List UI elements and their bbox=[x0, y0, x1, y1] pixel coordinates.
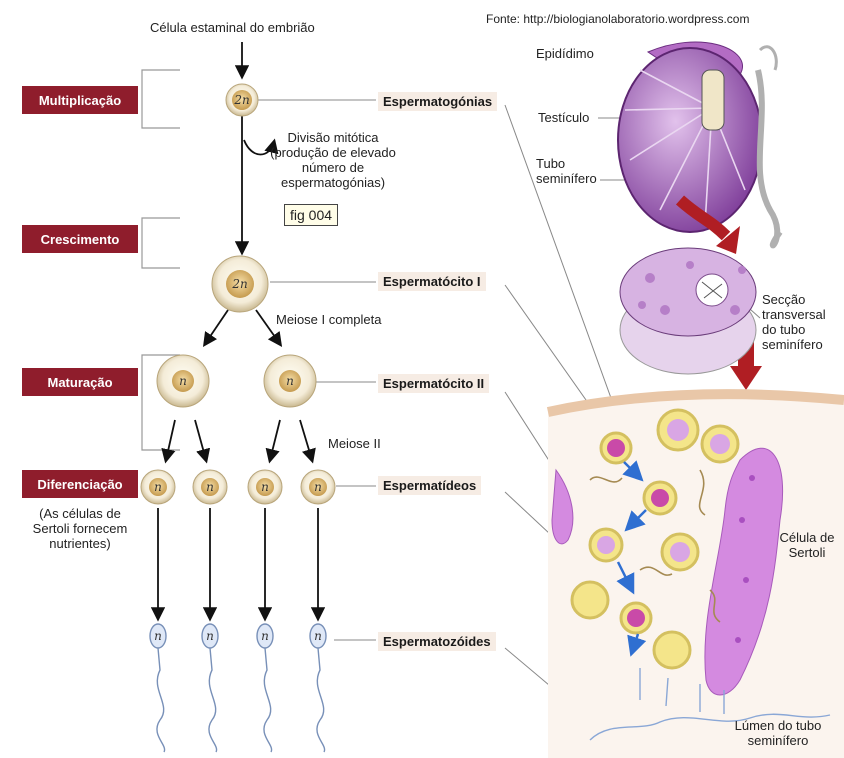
label-tubo-seminifero: Tubo seminífero bbox=[536, 156, 600, 186]
secondary-spermatocyte-cell: n bbox=[157, 355, 209, 407]
label-celula-sertoli: Célula de Sertoli bbox=[774, 530, 840, 560]
tubule-cross-section bbox=[620, 248, 756, 374]
stage-crescimento: Crescimento bbox=[22, 225, 138, 253]
ploidy-label: n bbox=[179, 374, 187, 388]
spermatid-cell: n bbox=[141, 470, 175, 504]
label-testiculo: Testículo bbox=[538, 110, 589, 125]
meiosis-i-label: Meiose I completa bbox=[276, 312, 382, 327]
spermatozoa-ploidy: n n n n bbox=[154, 629, 322, 643]
spermatozoon bbox=[202, 624, 218, 752]
svg-text:n: n bbox=[154, 629, 162, 643]
stage-maturacao: Maturação bbox=[22, 368, 138, 396]
ploidy-label: n bbox=[154, 480, 162, 494]
spermatozoon bbox=[310, 624, 326, 752]
ploidy-label: n bbox=[261, 480, 269, 494]
label-espermatocito-i: Espermatócito I bbox=[378, 272, 486, 291]
svg-text:n: n bbox=[206, 629, 214, 643]
stage-multiplicacao: Multiplicação bbox=[22, 86, 138, 114]
secondary-spermatocyte-cell: n bbox=[264, 355, 316, 407]
ploidy-label: n bbox=[314, 480, 322, 494]
spermatogonium-cell: 2n bbox=[226, 84, 258, 116]
svg-text:n: n bbox=[314, 629, 322, 643]
label-lumen: Lúmen do tubo seminífero bbox=[730, 718, 826, 748]
primary-spermatocyte-cell: 2n bbox=[212, 256, 268, 312]
spermatid-cell: n bbox=[248, 470, 282, 504]
label-espermatideos: Espermatídeos bbox=[378, 476, 481, 495]
tubule-wall-detail bbox=[548, 394, 844, 758]
spermatid-cell: n bbox=[193, 470, 227, 504]
label-seccao-transversal: Secção transversal do tubo seminífero bbox=[762, 292, 838, 352]
meiosis-ii-label: Meiose II bbox=[328, 436, 381, 451]
ploidy-label: 2n bbox=[231, 277, 247, 291]
lineage-arrows bbox=[158, 42, 318, 618]
spermatozoa bbox=[150, 624, 326, 752]
source-caption: Fonte: http://biologianolaboratorio.word… bbox=[486, 12, 749, 26]
stem-cell-label: Célula estaminal do embrião bbox=[150, 20, 315, 35]
spermatozoon bbox=[150, 624, 166, 752]
sertoli-note: (As células de Sertoli fornecem nutrient… bbox=[22, 506, 138, 551]
zoom-arrow-head bbox=[730, 366, 762, 390]
label-epididimo: Epidídimo bbox=[536, 46, 594, 61]
stage-diferenciacao: Diferenciação bbox=[22, 470, 138, 498]
spermatozoon bbox=[257, 624, 273, 752]
label-espermatocito-ii: Espermatócito II bbox=[378, 374, 489, 393]
ploidy-label: n bbox=[286, 374, 294, 388]
ploidy-label: 2n bbox=[233, 93, 249, 107]
svg-text:n: n bbox=[261, 629, 269, 643]
spermatid-cell: n bbox=[301, 470, 335, 504]
mitotic-division-note: Divisão mitótica (produção de elevado nú… bbox=[268, 130, 398, 190]
label-espermatogonias: Espermatogónias bbox=[378, 92, 497, 111]
figure-tag: fig 004 bbox=[284, 204, 338, 226]
label-espermatozoides: Espermatozóides bbox=[378, 632, 496, 651]
ploidy-label: n bbox=[206, 480, 214, 494]
